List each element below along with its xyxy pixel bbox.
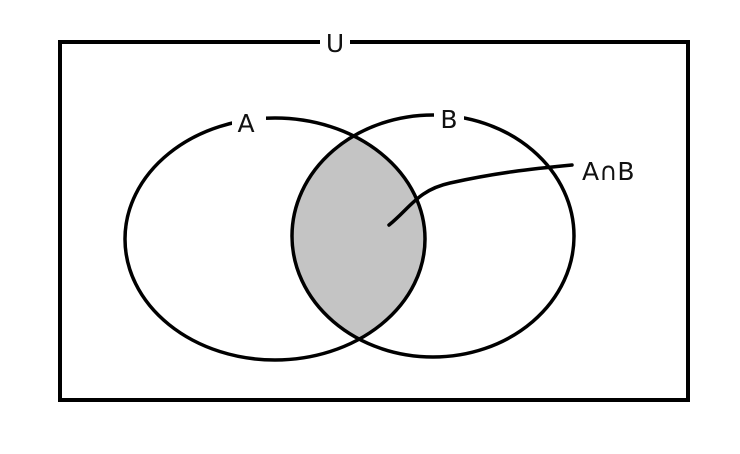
intersection-pointer-line [387,163,574,227]
set-a-label: A [237,109,254,138]
set-b-circle [290,113,576,359]
universe-label: U [326,29,344,58]
intersection-label: A∩B [582,157,635,186]
set-a-circle [123,116,427,362]
set-b-label: B [440,105,457,134]
universe-rectangle [58,40,690,402]
intersection-region [292,118,425,357]
